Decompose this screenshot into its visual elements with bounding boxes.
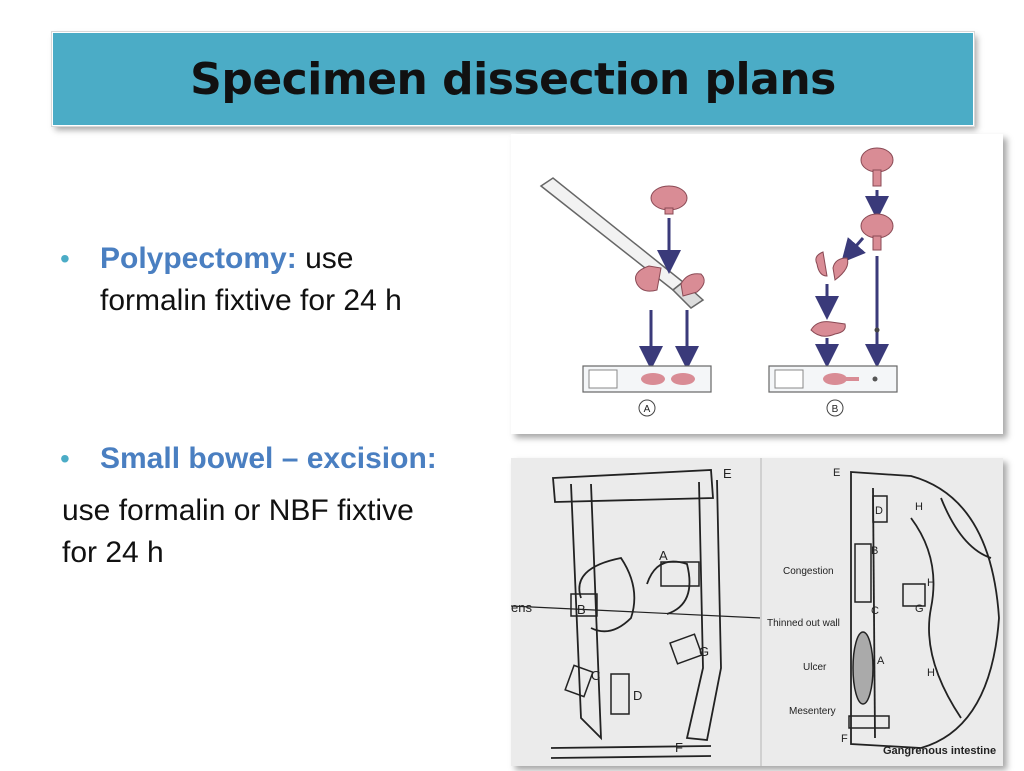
polyp-icon <box>860 147 894 187</box>
page-title: Specimen dissection plans <box>190 53 836 105</box>
paragraph-line: use formalin or NBF fixtive <box>62 494 414 527</box>
label-ens: ens <box>511 600 532 615</box>
label-b-right: B <box>871 545 878 557</box>
label-thinned: Thinned out wall <box>767 618 840 629</box>
label-d: D <box>633 688 642 703</box>
label-gangrenous: Gangrenous intestine <box>883 745 996 757</box>
bullet-small-bowel: • Small bowel – excision: <box>60 438 500 480</box>
bullet-heading: Polypectomy: <box>100 242 297 275</box>
label-e: E <box>723 466 732 481</box>
label-ulcer: Ulcer <box>803 662 827 673</box>
label-c: C <box>591 668 600 683</box>
glass-slide-icon <box>582 365 712 393</box>
bullet-text: use <box>305 242 354 275</box>
label-g-right: G <box>915 603 924 615</box>
label-congestion: Congestion <box>783 566 834 577</box>
bullet-heading: Small bowel – excision: <box>100 442 437 475</box>
label-e-right: E <box>833 467 840 479</box>
polypectomy-figure: A B <box>511 134 1003 434</box>
small-bowel-figure: ens E A B C D G F E D B C A F <box>510 458 1003 766</box>
bullet-marker: • <box>60 243 70 274</box>
fixtive-paragraph: use formalin or NBF fixtive for 24 h <box>62 490 502 574</box>
polyp-icon <box>650 185 688 215</box>
label-a: A <box>659 548 668 563</box>
bullet-polypectomy: • Polypectomy: use formalin fixtive for … <box>60 238 500 322</box>
paragraph-line: for 24 h <box>62 536 164 569</box>
small-bowel-diagram: ens E A B C D G F E D B C A F <box>510 458 1000 766</box>
figure-label-a: A <box>644 404 651 415</box>
label-g: G <box>699 644 709 659</box>
glass-slide-icon <box>768 365 898 393</box>
label-h-right: H <box>927 667 935 679</box>
label-h-right: H <box>927 577 935 589</box>
polypectomy-diagram: A B <box>539 147 898 417</box>
bullet-marker: • <box>60 443 70 474</box>
bullet-text: formalin fixtive for 24 h <box>100 284 402 317</box>
label-f: F <box>675 740 683 755</box>
label-c-right: C <box>871 605 879 617</box>
label-mesentery: Mesentery <box>789 706 836 717</box>
label-a-right: A <box>877 655 885 667</box>
label-d-right: D <box>875 505 883 517</box>
label-h-right: H <box>915 501 923 513</box>
label-b: B <box>577 602 586 617</box>
figure-label-b: B <box>832 404 839 415</box>
label-f-right: F <box>841 733 848 745</box>
title-banner: Specimen dissection plans <box>52 32 974 126</box>
